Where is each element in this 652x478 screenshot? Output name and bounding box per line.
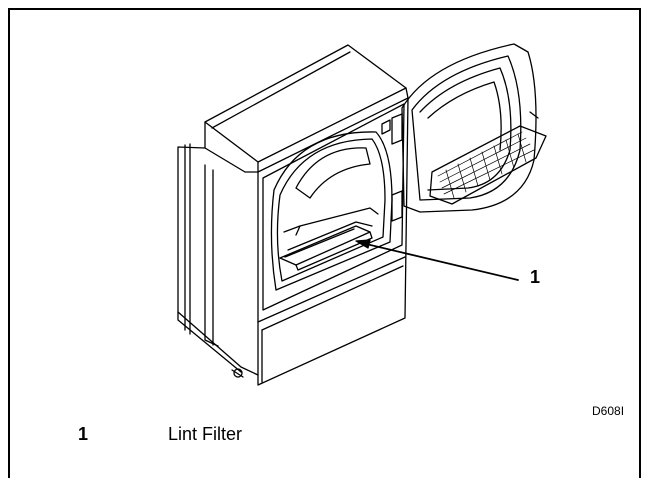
dryer-front-panel (257, 97, 409, 386)
open-door (401, 43, 537, 213)
callout-arrow-line (361, 242, 519, 281)
callout-arrowhead (355, 239, 371, 249)
legend-row: 1 Lint Filter (78, 424, 242, 445)
callout-number: 1 (530, 267, 541, 287)
door-lint-screen (429, 125, 547, 205)
lint-filter (279, 225, 371, 266)
figure-frame (8, 8, 641, 478)
legend-label: Lint Filter (168, 424, 243, 444)
legend-number: 1 (78, 424, 89, 444)
door-opening (270, 131, 393, 291)
drawing-code: D608I (592, 404, 625, 418)
